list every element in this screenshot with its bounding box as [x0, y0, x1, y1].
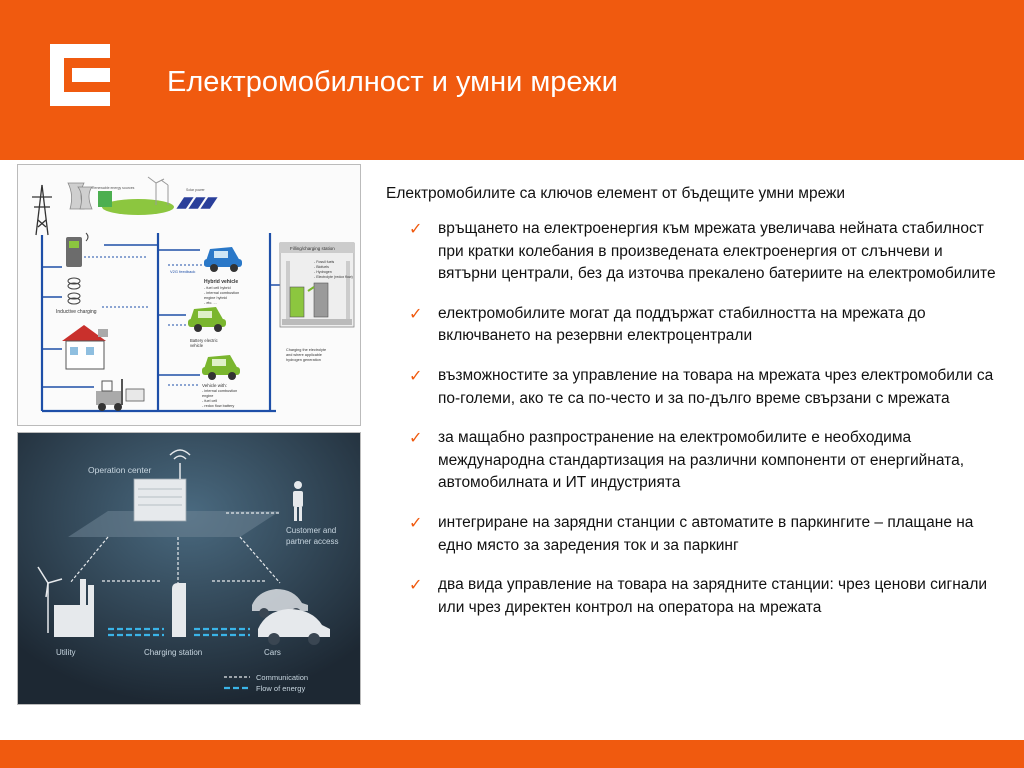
svg-text:partner access: partner access	[286, 537, 338, 546]
svg-text:- etc. ...: - etc. ...	[204, 301, 217, 305]
connection-arrows	[42, 244, 282, 388]
charging-station-label: Charging station	[144, 648, 202, 657]
bullet-list: ✓връщането на електроенергия към мрежата…	[386, 218, 1006, 619]
list-item: ✓интегриране на зарядни станции с автома…	[409, 512, 974, 554]
content-area: Електромобилите са ключов елемент от бъд…	[386, 183, 1006, 636]
power-plant-icon	[67, 182, 93, 210]
hybrid-title: Hybrid vehicle	[204, 279, 238, 285]
list-item: ✓два вида управление на товара на зарядн…	[409, 575, 988, 616]
svg-text:- Fossil fuels: - Fossil fuels	[314, 260, 334, 264]
check-icon: ✓	[409, 512, 423, 532]
solar-label: Solar power	[186, 188, 206, 192]
svg-text:engine: engine	[202, 394, 213, 398]
hybrid-car-icon	[204, 247, 242, 272]
server-icon	[133, 478, 187, 522]
fuel-cell-car-icon	[202, 355, 240, 380]
filling-station-icon	[279, 242, 355, 328]
operation-platform	[68, 511, 280, 537]
check-icon: ✓	[409, 365, 423, 385]
company-logo	[50, 44, 110, 106]
legend-energy: Flow of energy	[256, 684, 305, 693]
svg-text:Battery electric: Battery electric	[190, 338, 218, 343]
ev-grid-diagram: Renewable energy sources Solar power	[17, 164, 361, 426]
svg-text:hydrogen generation: hydrogen generation	[286, 358, 321, 362]
footer-bar	[0, 740, 1024, 768]
legend: Communication Flow of energy	[224, 673, 308, 693]
check-icon: ✓	[409, 428, 423, 448]
check-icon: ✓	[409, 575, 423, 595]
list-item: ✓за мащабно разпространение на електромо…	[409, 428, 965, 492]
svg-text:- fuel cell hybrid: - fuel cell hybrid	[204, 286, 231, 290]
svg-text:- Electrolyte (redox flow): - Electrolyte (redox flow)	[314, 275, 353, 279]
charging-station-icon	[172, 583, 186, 637]
renewables-label: Renewable energy sources	[92, 186, 135, 190]
svg-text:Customer and: Customer and	[286, 526, 336, 535]
svg-text:- internal combustion: - internal combustion	[204, 291, 239, 295]
utility-plant-icon	[54, 579, 94, 637]
inductive-coil-icon	[67, 277, 81, 305]
power-pylon-icon	[32, 184, 52, 236]
energy-flow-links	[108, 627, 250, 637]
svg-text:Filling/charging station: Filling/charging station	[290, 246, 335, 251]
wall-charger-icon	[66, 232, 89, 267]
svg-text:- redox flow battery: - redox flow battery	[202, 404, 234, 408]
car-icon	[252, 589, 330, 645]
wind-turbine-icon	[37, 566, 63, 633]
inductive-label: Inductive charging	[56, 309, 97, 315]
house-icon	[62, 325, 108, 370]
svg-text:- fuel cell: - fuel cell	[202, 399, 217, 403]
smart-grid-diagram: Operation center Customer and partner ac…	[17, 432, 361, 705]
wifi-antenna-icon	[169, 449, 191, 479]
solar-panel-icon	[175, 196, 219, 210]
list-item: ✓връщането на електроенергия към мрежата…	[409, 219, 996, 283]
communication-links	[69, 512, 281, 584]
header-bar: Електромобилност и умни мрежи	[0, 0, 1024, 160]
battery-car-icon	[188, 307, 226, 332]
person-icon	[293, 481, 303, 521]
svg-text:- internal combustion: - internal combustion	[202, 389, 237, 393]
legend-communication: Communication	[256, 673, 308, 682]
list-item: ✓електромобилите могат да поддържат стаб…	[409, 303, 926, 345]
svg-text:- Hydrogen: - Hydrogen	[314, 270, 332, 274]
utility-label: Utility	[56, 648, 76, 657]
check-icon: ✓	[409, 219, 423, 238]
forklift-icon	[96, 379, 145, 411]
svg-text:engine hybrid: engine hybrid	[204, 296, 227, 300]
page-title: Електромобилност и умни мрежи	[167, 66, 618, 98]
operation-center-label: Operation center	[88, 465, 151, 475]
svg-text:Charging the electrolyte: Charging the electrolyte	[286, 348, 326, 352]
cars-label: Cars	[264, 648, 281, 657]
list-item: ✓възможностите за управление на товара н…	[409, 365, 994, 407]
v2g-feedback-label: V2G feedback	[170, 269, 195, 274]
svg-text:- Biofuels: - Biofuels	[314, 265, 329, 269]
svg-text:Vehicle with:: Vehicle with:	[202, 383, 227, 388]
svg-text:and where applicable: and where applicable	[286, 353, 322, 357]
intro-text: Електромобилите са ключов елемент от бъд…	[386, 185, 846, 202]
renewables-icon	[98, 176, 174, 215]
svg-text:vehicle: vehicle	[190, 343, 204, 348]
grid-lines	[40, 233, 276, 413]
check-icon: ✓	[409, 303, 423, 323]
